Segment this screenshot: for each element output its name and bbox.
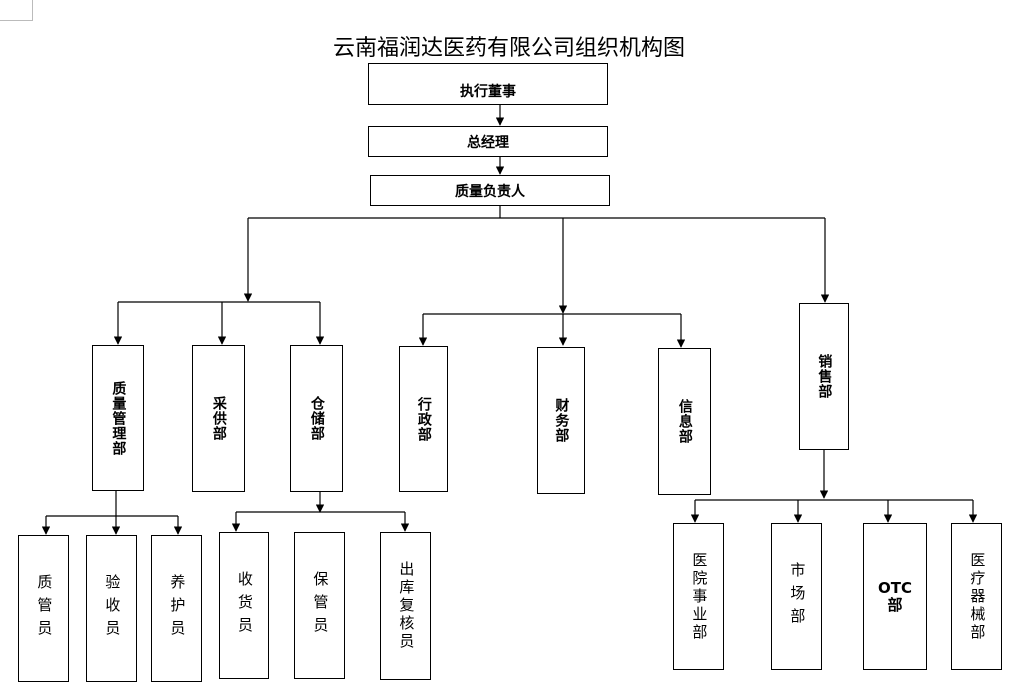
node-label: 行政部: [415, 396, 432, 442]
node-device-dept: 医疗器械部: [951, 523, 1002, 670]
node-label: 验收员: [103, 574, 122, 643]
node-otc-dept: OTC部: [863, 523, 927, 670]
node-label: 信息部: [676, 399, 693, 444]
node-acceptance-clerk: 验收员: [86, 535, 137, 682]
node-admin-dept: 行政部: [399, 346, 448, 492]
page-corner-mark: [0, 0, 33, 21]
node-hospital-dept: 医院事业部: [673, 523, 724, 670]
node-general-manager: 总经理: [368, 126, 608, 157]
node-label: 出库复核员: [397, 561, 416, 651]
node-label: 质量管理部: [110, 380, 127, 456]
node-quality-dept: 质量管理部: [92, 345, 144, 491]
node-storage-dept: 仓储部: [290, 345, 343, 492]
node-quality-head: 质量负责人: [370, 175, 610, 206]
node-market-dept: 市场部: [771, 523, 822, 670]
chart-title: 云南福润达医药有限公司组织机构图: [332, 36, 685, 61]
node-label: 质管员: [35, 574, 54, 643]
node-label: 采供部: [210, 396, 227, 441]
node-label: 养护员: [168, 574, 187, 643]
node-label: 仓储部: [308, 396, 325, 441]
node-label: OTC部: [878, 579, 912, 614]
node-exec-director: 执行董事: [368, 63, 608, 105]
node-label: 总经理: [467, 134, 509, 151]
node-label: 财务部: [553, 398, 570, 443]
node-label: 医院事业部: [690, 551, 709, 642]
node-label: 质量负责人: [455, 183, 525, 200]
node-custodian: 保管员: [294, 532, 345, 679]
node-label: 执行董事: [460, 84, 516, 100]
node-outbound-checker: 出库复核员: [380, 532, 431, 680]
node-label: 市场部: [788, 562, 807, 631]
node-maintenance-clerk: 养护员: [151, 535, 202, 682]
node-info-dept: 信息部: [658, 348, 711, 495]
node-sales-dept: 销售部: [799, 303, 849, 450]
node-label: 收货员: [235, 571, 254, 640]
node-label: 保管员: [311, 571, 330, 640]
node-purchasing-dept: 采供部: [192, 345, 245, 492]
node-finance-dept: 财务部: [537, 347, 585, 494]
node-label: 销售部: [816, 354, 833, 399]
node-quality-inspector: 质管员: [18, 535, 69, 682]
node-label: 医疗器械部: [968, 551, 987, 642]
node-receiving-clerk: 收货员: [219, 532, 269, 679]
